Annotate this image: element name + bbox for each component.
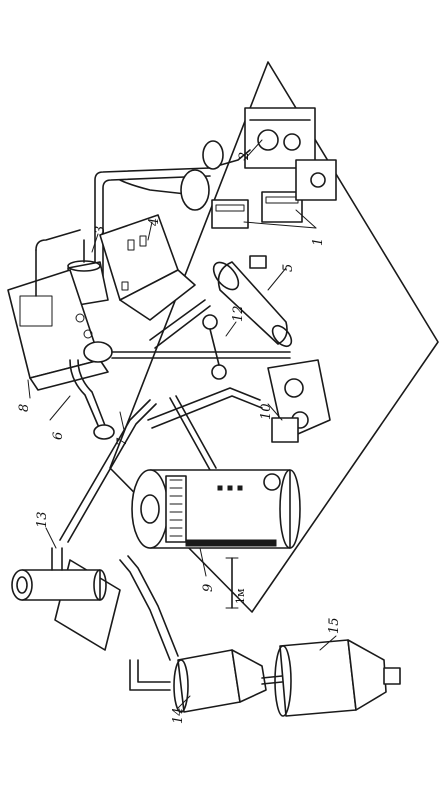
unit-15-filter [274, 639, 401, 717]
unit-5-drum [212, 255, 293, 348]
piping-top [94, 140, 251, 286]
callout-3: 3 [93, 226, 108, 234]
unit-2-pump [244, 107, 337, 201]
shaft-assembly [69, 299, 291, 440]
callout-14: 14 [171, 707, 186, 724]
callout-8: 8 [17, 404, 32, 412]
floor-platform [109, 61, 439, 613]
piping-middle [59, 387, 263, 543]
callout-15: 15 [327, 617, 342, 634]
scale-label: 1м [234, 588, 247, 604]
callout-4: 4 [147, 218, 162, 227]
unit-10-motor [267, 359, 331, 443]
callout-9: 9 [201, 584, 216, 592]
piping-lower [119, 555, 179, 691]
unit-4-hopper [99, 214, 196, 321]
unit-8-box [7, 229, 109, 391]
callout-12: 12 [231, 305, 246, 322]
callout-10: 10 [259, 403, 274, 420]
unit-9-tank [131, 469, 301, 549]
callout-1: 1 [311, 238, 326, 246]
callout-13: 13 [35, 511, 50, 528]
unit-13-vessel [11, 547, 121, 651]
callout-5: 5 [281, 264, 296, 272]
leader-lines [27, 139, 337, 709]
unit-14-cyclone [173, 649, 283, 713]
callout-2: 2 [237, 152, 252, 161]
unit-1-blocks [211, 191, 303, 229]
scale-bar [225, 557, 239, 609]
callout-7: 7 [115, 437, 130, 446]
callout-6: 6 [51, 432, 66, 440]
